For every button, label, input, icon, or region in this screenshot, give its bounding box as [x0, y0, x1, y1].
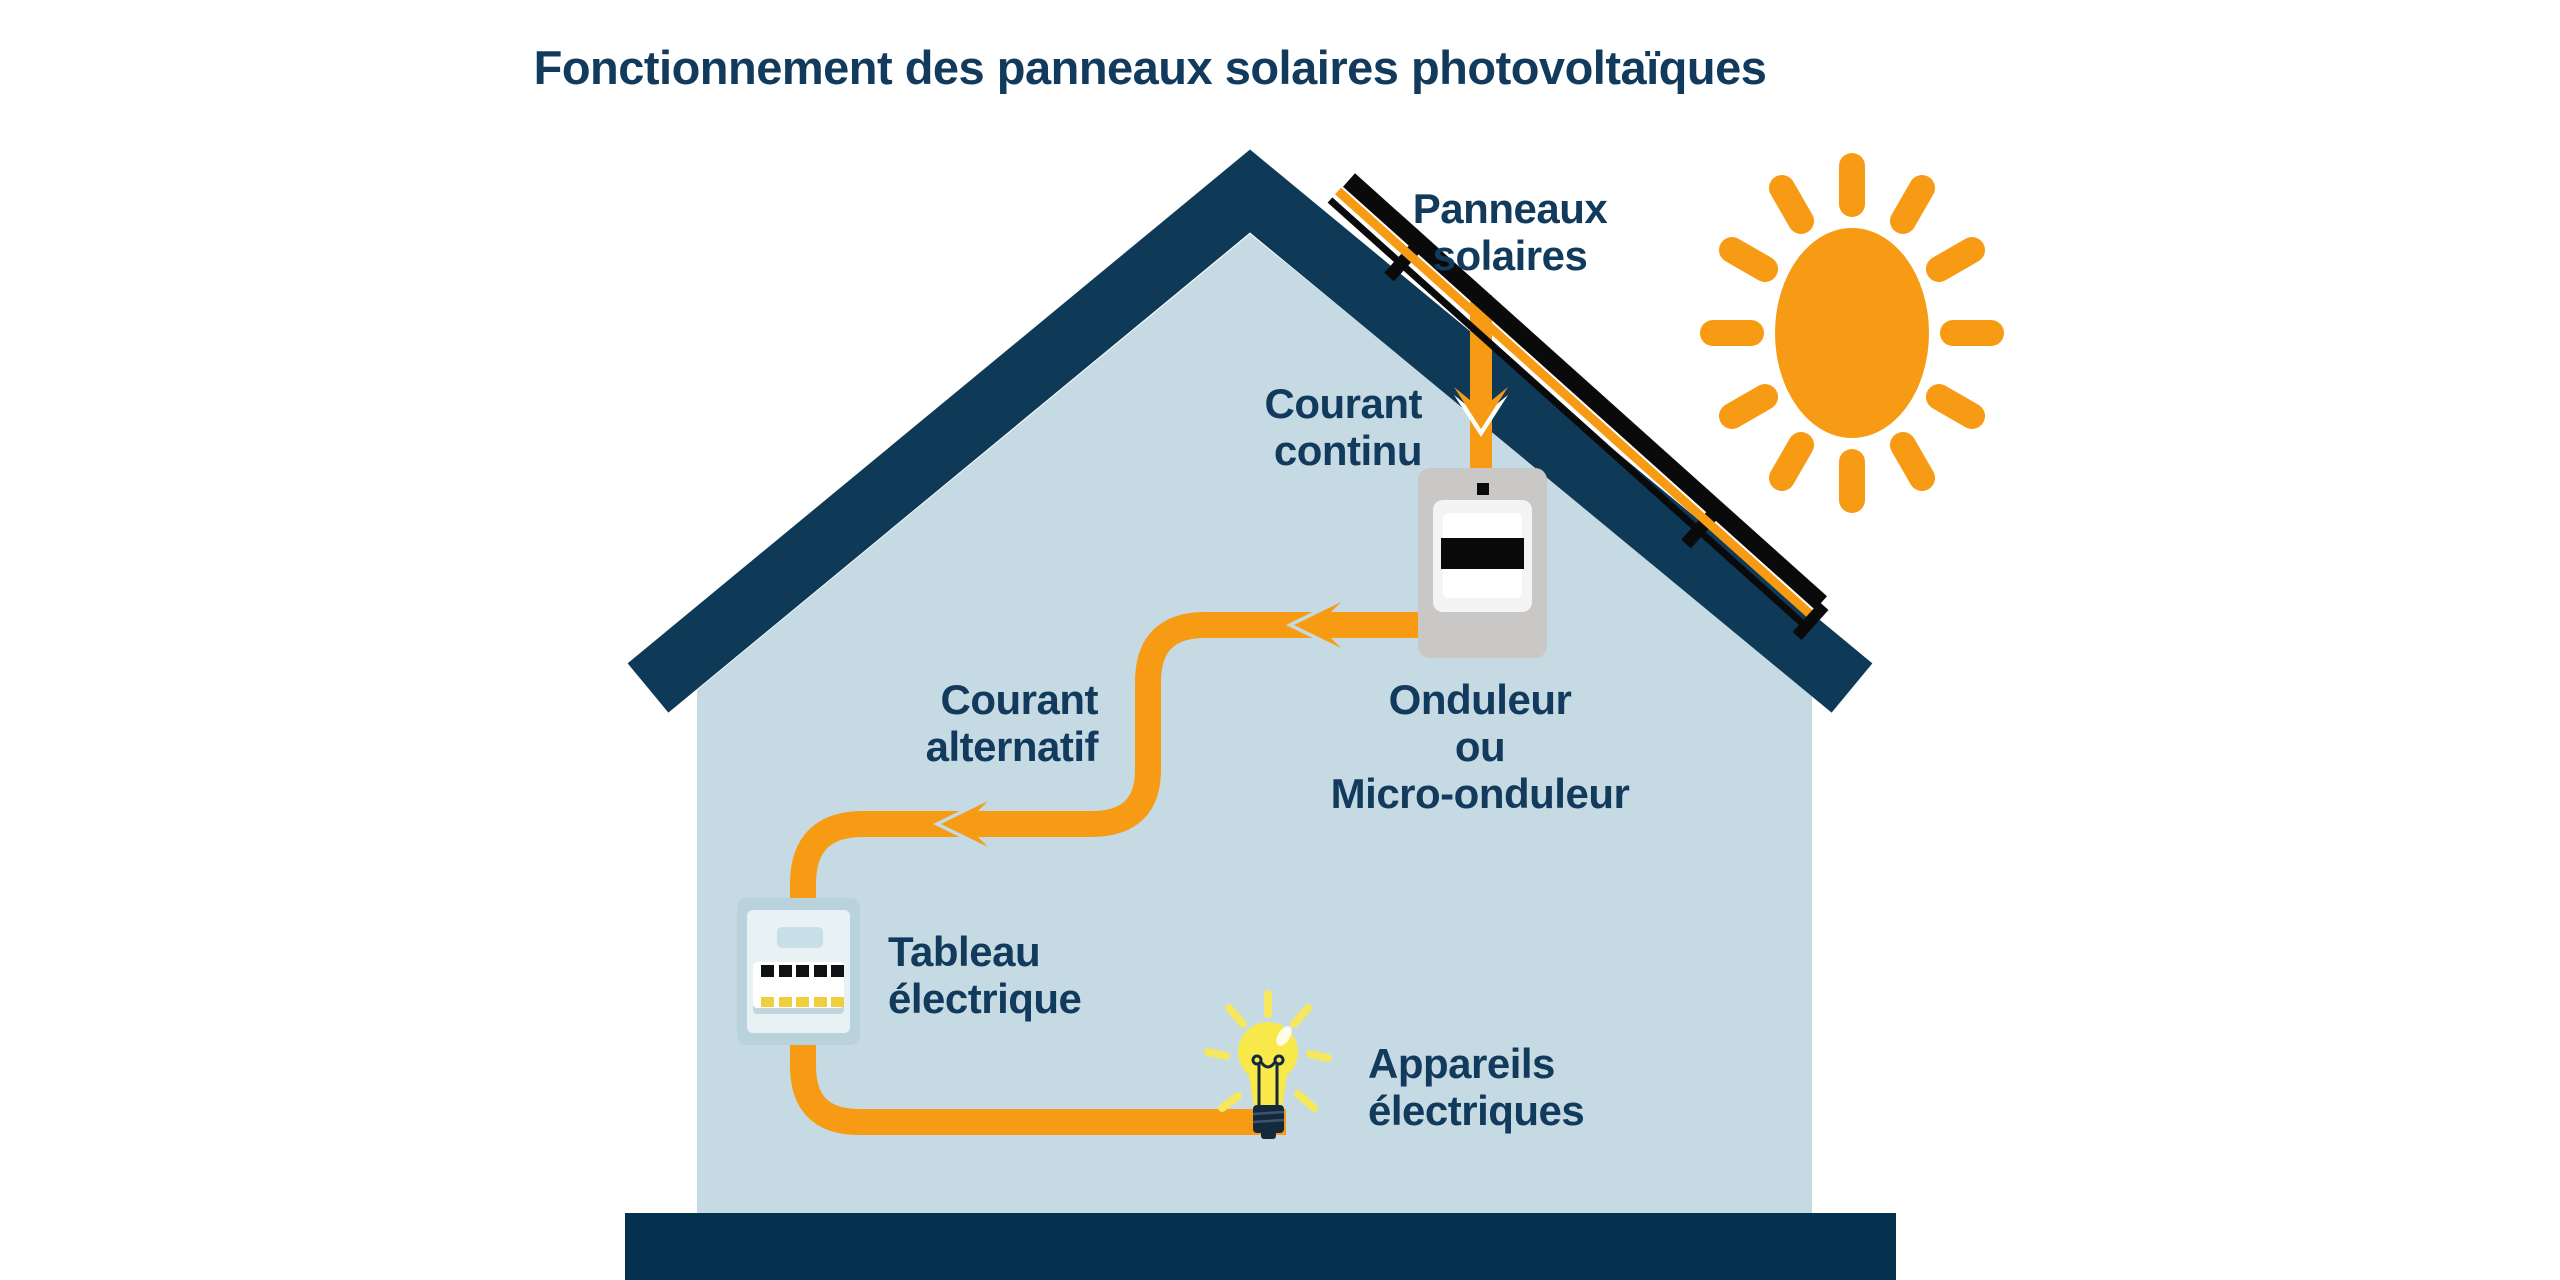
page-title: Fonctionnement des panneaux solaires pho…: [533, 41, 1767, 94]
label-appliances: Appareils électriques: [1368, 1040, 1585, 1134]
label-ac-current: Courant alternatif: [925, 676, 1099, 770]
label-solar-panels: Panneaux solaires: [1412, 185, 1608, 279]
bulb-glow-rays: [1204, 990, 1332, 1112]
label-inverter: Onduleur ou Micro-onduleur: [1330, 676, 1630, 817]
current-pipe: [790, 612, 1445, 1135]
breaker-panel-icon: [737, 898, 860, 1045]
solar-panel-icon: [1327, 173, 1829, 641]
sun-icon: [1700, 153, 2004, 513]
bulb-filament: [1251, 1054, 1285, 1105]
inverter-icon: [1418, 468, 1547, 658]
light-bulb-icon: [1204, 990, 1332, 1139]
left-arrow-icon: [933, 602, 1341, 847]
house-base: [625, 1213, 1896, 1280]
label-electrical-panel: Tableau électrique: [888, 928, 1082, 1022]
house-roof: [627, 149, 1873, 713]
label-dc-current: Courant continu: [1264, 380, 1423, 474]
breaker-switches: [761, 965, 844, 1007]
